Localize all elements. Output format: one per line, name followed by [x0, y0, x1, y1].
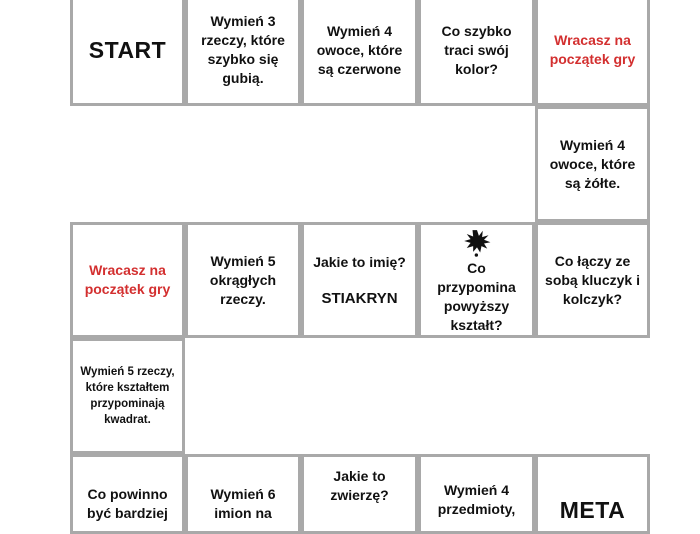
- board-cell-finish: META: [535, 454, 650, 534]
- board-cell-6: Wymień 4 owoce, które są żółte.: [535, 106, 650, 222]
- board-cell-16: Wymień 4 przedmioty,: [418, 454, 535, 534]
- cell-6-text: Wymień 4 owoce, które są żółte.: [549, 136, 636, 191]
- board-cell-11: Wracasz na początek gry: [70, 222, 185, 338]
- board-cell-14: Wymień 6 imion na: [185, 454, 301, 534]
- board-cell-8: Co przypomina powyższy kształt?: [418, 222, 535, 338]
- board-cell-start: START: [70, 0, 185, 106]
- cell-16-text: Wymień 4 przedmioty,: [437, 482, 516, 517]
- cell-8-text: Co przypomina powyższy kształt?: [437, 260, 516, 333]
- board-cell-2: Wymień 3 rzeczy, które szybko się gubią.: [185, 0, 301, 106]
- start-label: START: [88, 36, 167, 63]
- cell-12-text: Wymień 5 rzeczy, które kształtem przypom…: [80, 366, 175, 426]
- board-cell-12: Wymień 5 rzeczy, które kształtem przypom…: [70, 338, 185, 454]
- cell-4-text: Co szybko traci swój kolor?: [441, 22, 512, 77]
- board-cell-13: Co powinno być bardziej: [70, 454, 185, 534]
- cell-11-text: Wracasz na początek gry: [84, 262, 171, 297]
- cell-13-text: Co powinno być bardziej: [87, 486, 168, 521]
- board-cell-5: Wracasz na początek gry: [535, 0, 650, 106]
- cell-7-text: Co łączy ze sobą kluczyk i kolczyk?: [545, 252, 640, 307]
- cell-2-text: Wymień 3 rzeczy, które szybko się gubią.: [201, 13, 285, 86]
- ink-splat-icon: [463, 230, 490, 257]
- finish-label: META: [559, 497, 626, 523]
- cell-5-text: Wracasz na początek gry: [549, 32, 636, 67]
- cell-14-text: Wymień 6 imion na: [210, 486, 276, 521]
- board-cell-4: Co szybko traci swój kolor?: [418, 0, 535, 106]
- board-cell-15: Jakie to zwierzę?: [301, 454, 418, 534]
- board-cell-7: Co łączy ze sobą kluczyk i kolczyk?: [535, 222, 650, 338]
- board-cell-10: Wymień 5 okrągłych rzeczy.: [185, 222, 301, 338]
- cell-9-scrambled-word: STIAKRYN: [321, 290, 398, 307]
- cell-10-text: Wymień 5 okrągłych rzeczy.: [209, 252, 277, 307]
- board-cell-9: Jakie to imię? STIAKRYN: [301, 222, 418, 338]
- board-cell-3: Wymień 4 owoce, które są czerwone: [301, 0, 418, 106]
- cell-9-question: Jakie to imię?: [313, 254, 406, 270]
- cell-15-text: Jakie to zwierzę?: [330, 468, 389, 503]
- cell-3-text: Wymień 4 owoce, które są czerwone: [316, 22, 403, 77]
